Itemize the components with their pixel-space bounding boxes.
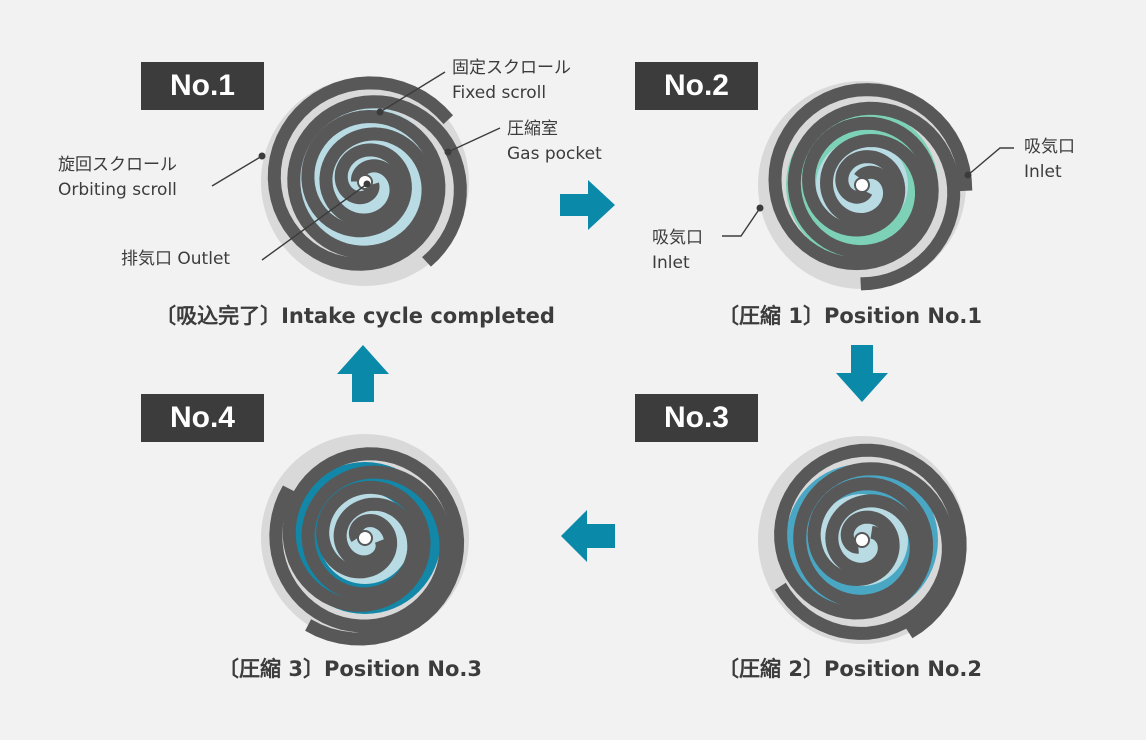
leader-gas-pocket [447, 127, 501, 153]
leader-inlet-right [967, 147, 1014, 176]
outlet-port [357, 530, 373, 546]
label-orbiting-scroll-jp: 旋回スクロール [58, 155, 177, 175]
caption-no4: 〔圧縮 3〕Position No.3 [218, 657, 482, 681]
label-orbiting-scroll: 旋回スクロール Orbiting scroll [58, 153, 177, 203]
caption-no1: 〔吸込完了〕Intake cycle completed [155, 304, 555, 328]
caption-no3: 〔圧縮 2〕Position No.2 [718, 657, 982, 681]
label-inlet-left-jp: 吸気口 [652, 228, 703, 248]
orbiting-scroll-wrap [787, 101, 961, 291]
orbiting-scroll-wrap [269, 465, 453, 633]
leader-outlet [261, 183, 368, 261]
leader-dot-inlet-right [964, 171, 972, 179]
fixed-scroll-wrap [768, 83, 973, 271]
label-outlet: 排気口 Outlet [121, 249, 231, 269]
leader-orbiting-scroll [211, 155, 263, 187]
scroll-diagram-no2 [758, 81, 973, 291]
leader-fixed-scroll [379, 71, 446, 113]
label-inlet-right-en: Inlet [1024, 162, 1062, 182]
badge-no2: No.2 [635, 62, 758, 110]
fixed-scroll-wrap [267, 76, 454, 271]
label-fixed-scroll: 固定スクロール Fixed scroll [452, 56, 571, 106]
label-orbiting-scroll-en: Orbiting scroll [58, 180, 177, 200]
label-inlet-right-jp: 吸気口 [1024, 137, 1075, 157]
arrow-right-icon [560, 180, 615, 230]
label-inlet-left-en: Inlet [652, 253, 690, 273]
fixed-scroll-wrap [774, 443, 967, 639]
leader-dot-gas-pocket [444, 148, 452, 156]
arrow-up-icon [337, 345, 389, 402]
label-fixed-scroll-en: Fixed scroll [452, 83, 547, 103]
arrow-down-icon [836, 345, 888, 402]
label-inlet-right: 吸気口 Inlet [1024, 135, 1075, 185]
label-gas-pocket-jp: 圧縮室 [507, 119, 558, 139]
badge-no1: No.1 [141, 62, 264, 110]
label-inlet-left: 吸気口 Inlet [652, 226, 703, 276]
leader-dot-outlet [363, 180, 371, 188]
label-fixed-scroll-jp: 固定スクロール [452, 58, 571, 78]
arrow-left-icon [561, 510, 615, 562]
leader-dot-fixed-scroll [376, 108, 384, 116]
leader-dot-orbiting-scroll [258, 152, 266, 160]
caption-no2: 〔圧縮 1〕Position No.1 [718, 304, 982, 328]
orbiting-scroll-wrap [287, 95, 467, 267]
label-gas-pocket: 圧縮室 Gas pocket [507, 117, 602, 167]
label-gas-pocket-en: Gas pocket [507, 144, 602, 164]
outlet-port [854, 532, 870, 548]
outlet-port [854, 177, 870, 193]
badge-no4: No.4 [141, 394, 264, 442]
fixed-scroll-wrap [282, 447, 465, 646]
scroll-diagram-no3 [758, 436, 967, 644]
badge-no3: No.3 [635, 394, 758, 442]
scroll-diagram-no4 [261, 434, 469, 646]
leader-inlet-left [722, 207, 761, 237]
leader-dot-inlet-left [756, 204, 764, 212]
orbiting-scroll-wrap [774, 462, 955, 640]
